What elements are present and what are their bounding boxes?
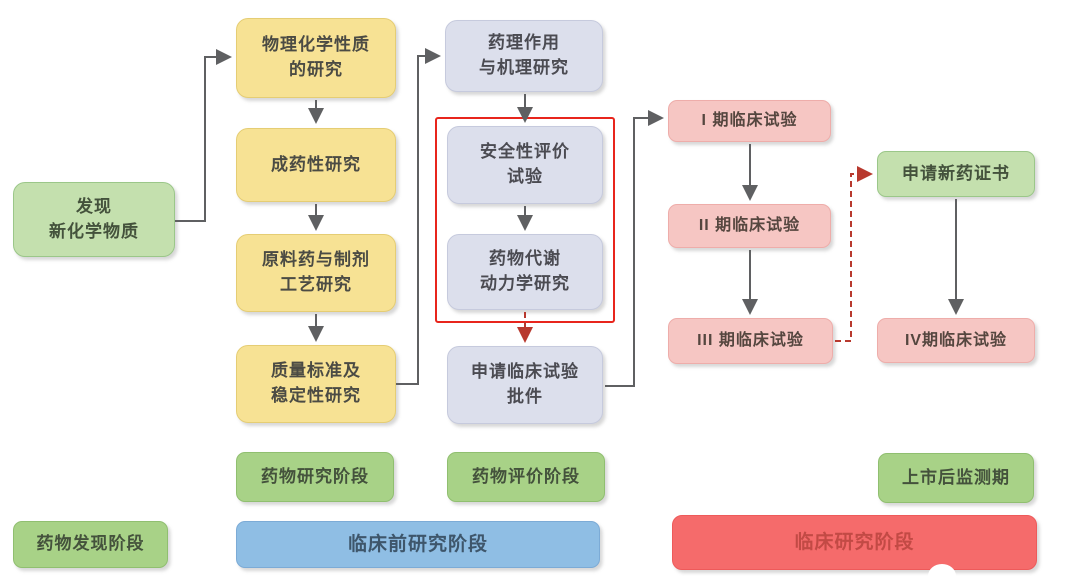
arrow-discover-to-physchem (175, 49, 232, 222)
node-druggability-research: 成药性研究 (236, 128, 396, 202)
node-api-formulation-process: 原料药与制剂 工艺研究 (236, 234, 396, 312)
node-phase4-clinical-trial: IV期临床试验 (877, 318, 1035, 363)
label-post-market-surveillance: 上市后监测期 (878, 453, 1034, 503)
node-pharmacokinetics-research: 药物代谢 动力学研究 (447, 234, 603, 310)
arrow-quality-to-pharmacology (396, 48, 441, 385)
node-phase2-clinical-trial: II 期临床试验 (668, 204, 831, 248)
bar-clinical-research-stage: 临床研究阶段 (672, 515, 1037, 570)
dashed-arrow-phase3-to-certificate (835, 166, 873, 342)
node-phase1-clinical-trial: I 期临床试验 (668, 100, 831, 142)
node-safety-evaluation-test: 安全性评价 试验 (447, 126, 603, 204)
label-drug-research-stage: 药物研究阶段 (236, 452, 394, 502)
bar-drug-discovery-stage: 药物发现阶段 (13, 521, 168, 568)
node-quality-stability-research: 质量标准及 稳定性研究 (236, 345, 396, 423)
white-notch-decoration (928, 564, 956, 576)
node-new-drug-certificate-application: 申请新药证书 (877, 151, 1035, 197)
node-pharmacology-mechanism: 药理作用 与机理研究 (445, 20, 603, 92)
bar-preclinical-research-stage: 临床前研究阶段 (236, 521, 600, 568)
label-drug-evaluation-stage: 药物评价阶段 (447, 452, 605, 502)
node-clinical-trial-approval: 申请临床试验 批件 (447, 346, 603, 424)
node-phase3-clinical-trial: III 期临床试验 (668, 318, 833, 364)
node-physicochemical-research: 物理化学性质 的研究 (236, 18, 396, 98)
node-discover-new-chemical: 发现 新化学物质 (13, 182, 175, 257)
